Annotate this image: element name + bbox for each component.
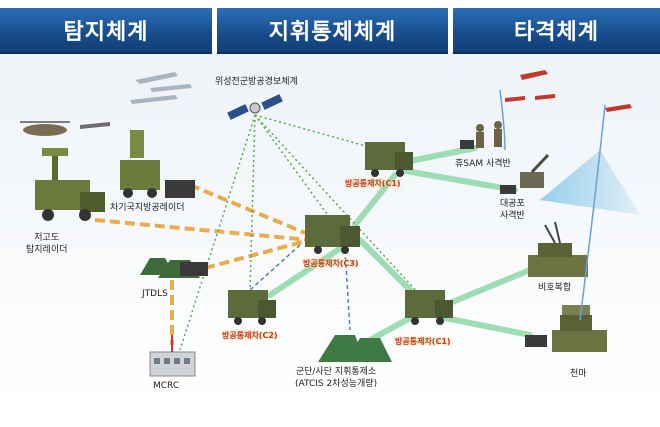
link-c1b-chunma bbox=[442, 315, 533, 338]
missile-trajectory bbox=[499, 89, 606, 321]
radar-beam bbox=[540, 150, 640, 215]
link-c1b-biho bbox=[442, 267, 533, 308]
chunma-tank-icon bbox=[525, 305, 607, 352]
link-lowradar-c3 bbox=[94, 218, 311, 242]
mcrc-label: MCRC bbox=[153, 381, 180, 391]
sam-label: 휴SAM 사격반 bbox=[455, 159, 511, 169]
control-truck-c2-icon bbox=[228, 290, 276, 325]
control-truck-c2-label: 방공통제차(C2) bbox=[222, 331, 278, 340]
jtdls-label: JTDLS bbox=[142, 289, 168, 299]
control-truck-c3-label: 방공통제차(C3) bbox=[303, 259, 359, 268]
bihoboghap-label: 비호복합 bbox=[538, 283, 572, 293]
uav-icon bbox=[80, 122, 110, 129]
control-truck-c1-label: 방공통제차(C1) bbox=[345, 179, 401, 188]
blue-links bbox=[249, 244, 351, 331]
control-truck-c1-icon bbox=[365, 142, 413, 177]
control-truck-c1b-label: 방공통제차(C1) bbox=[395, 337, 451, 346]
link-jtdls-c3 bbox=[204, 238, 311, 270]
sam-soldier-icon bbox=[460, 121, 502, 149]
bihoboghap-tank-icon bbox=[528, 221, 588, 277]
aa-gun-icon bbox=[500, 153, 550, 194]
satellite-icon bbox=[227, 94, 283, 120]
link-c1b-cmd bbox=[367, 315, 413, 343]
vehicle-radar-label: 차기국지방공레이더 bbox=[110, 203, 185, 213]
vehicle-radar-icon bbox=[120, 130, 195, 198]
control-truck-c3-icon bbox=[305, 215, 360, 254]
satellite-links bbox=[179, 114, 421, 351]
fighter-jet-icon bbox=[130, 72, 192, 104]
chunma-label: 천마 bbox=[570, 369, 587, 379]
helicopter-icon bbox=[20, 121, 70, 136]
link-c1-aagun bbox=[397, 167, 518, 193]
header-strike-system: 타격체계 bbox=[453, 8, 660, 54]
aa-gun-label: 대공포 사격반 bbox=[500, 199, 525, 221]
jtdls-shelter-icon bbox=[140, 258, 208, 278]
header-command-control-system: 지휘통제체계 bbox=[217, 8, 448, 54]
target-aircraft-icon bbox=[505, 70, 632, 112]
link-c3-c2 bbox=[267, 239, 353, 298]
low-altitude-radar-icon bbox=[35, 148, 105, 221]
orange-links bbox=[94, 183, 311, 345]
header-detection-system: 탐지체계 bbox=[0, 8, 212, 54]
link-vradar-c3 bbox=[189, 183, 311, 237]
low-altitude-radar-label: 저고도 탐지레이더 bbox=[26, 233, 68, 255]
control-truck-c1b-icon bbox=[405, 290, 453, 325]
link-c1-c3 bbox=[352, 172, 398, 228]
green-links bbox=[267, 145, 533, 343]
mcrc-building-icon bbox=[149, 335, 196, 377]
command-post-tent-icon bbox=[318, 335, 392, 362]
satellite-label: 위성전군방공경보체계 bbox=[215, 77, 298, 87]
command-post-label: 군단/사단 지휘통제소 (ATCIS 2차성능개량) bbox=[295, 367, 378, 389]
